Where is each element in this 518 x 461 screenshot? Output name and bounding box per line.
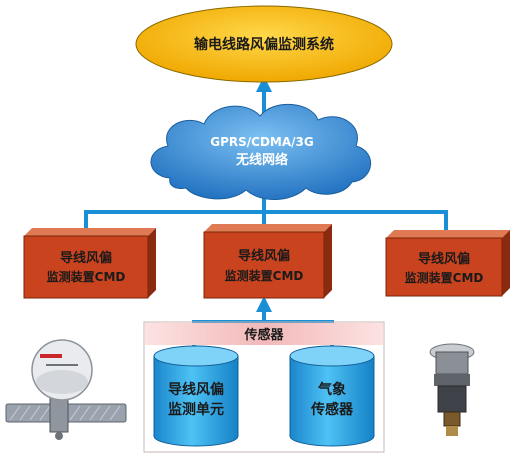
wire-monitoring-unit-cylinder <box>153 345 239 447</box>
monitoring-system-ellipse <box>135 5 393 83</box>
device-left-line1: 导线风偏 <box>60 250 112 266</box>
weather-sensor-cylinder <box>289 345 375 447</box>
network-protocols-label: GPRS/CDMA/3G <box>210 135 314 149</box>
sensor-group-title: 传感器 <box>243 327 284 343</box>
monitoring-system-title: 输电线路风偏监测系统 <box>194 36 334 53</box>
wire-sensor-device-image <box>5 339 127 440</box>
device-box-right <box>385 230 510 297</box>
device-box-center <box>203 224 332 299</box>
wire-unit-line1: 导线风偏 <box>168 381 224 398</box>
device-right-line2: 监测装置CMD <box>405 270 484 285</box>
weather-sensor-line2: 传感器 <box>310 401 354 418</box>
sensor-group-header <box>145 323 383 345</box>
device-center-line2: 监测装置CMD <box>225 268 304 283</box>
weather-sensor-line1: 气象 <box>317 381 346 398</box>
wireless-network-cloud <box>150 103 372 201</box>
device-box-left <box>23 228 156 299</box>
device-left-line2: 监测装置CMD <box>47 269 126 284</box>
network-type-label: 无线网络 <box>235 152 288 168</box>
weather-sensor-device-image <box>429 343 475 436</box>
wire-unit-line2: 监测单元 <box>168 401 224 418</box>
sensor-group-frame <box>143 321 385 453</box>
device-right-line1: 导线风偏 <box>418 251 470 267</box>
device-center-line1: 导线风偏 <box>238 248 290 264</box>
